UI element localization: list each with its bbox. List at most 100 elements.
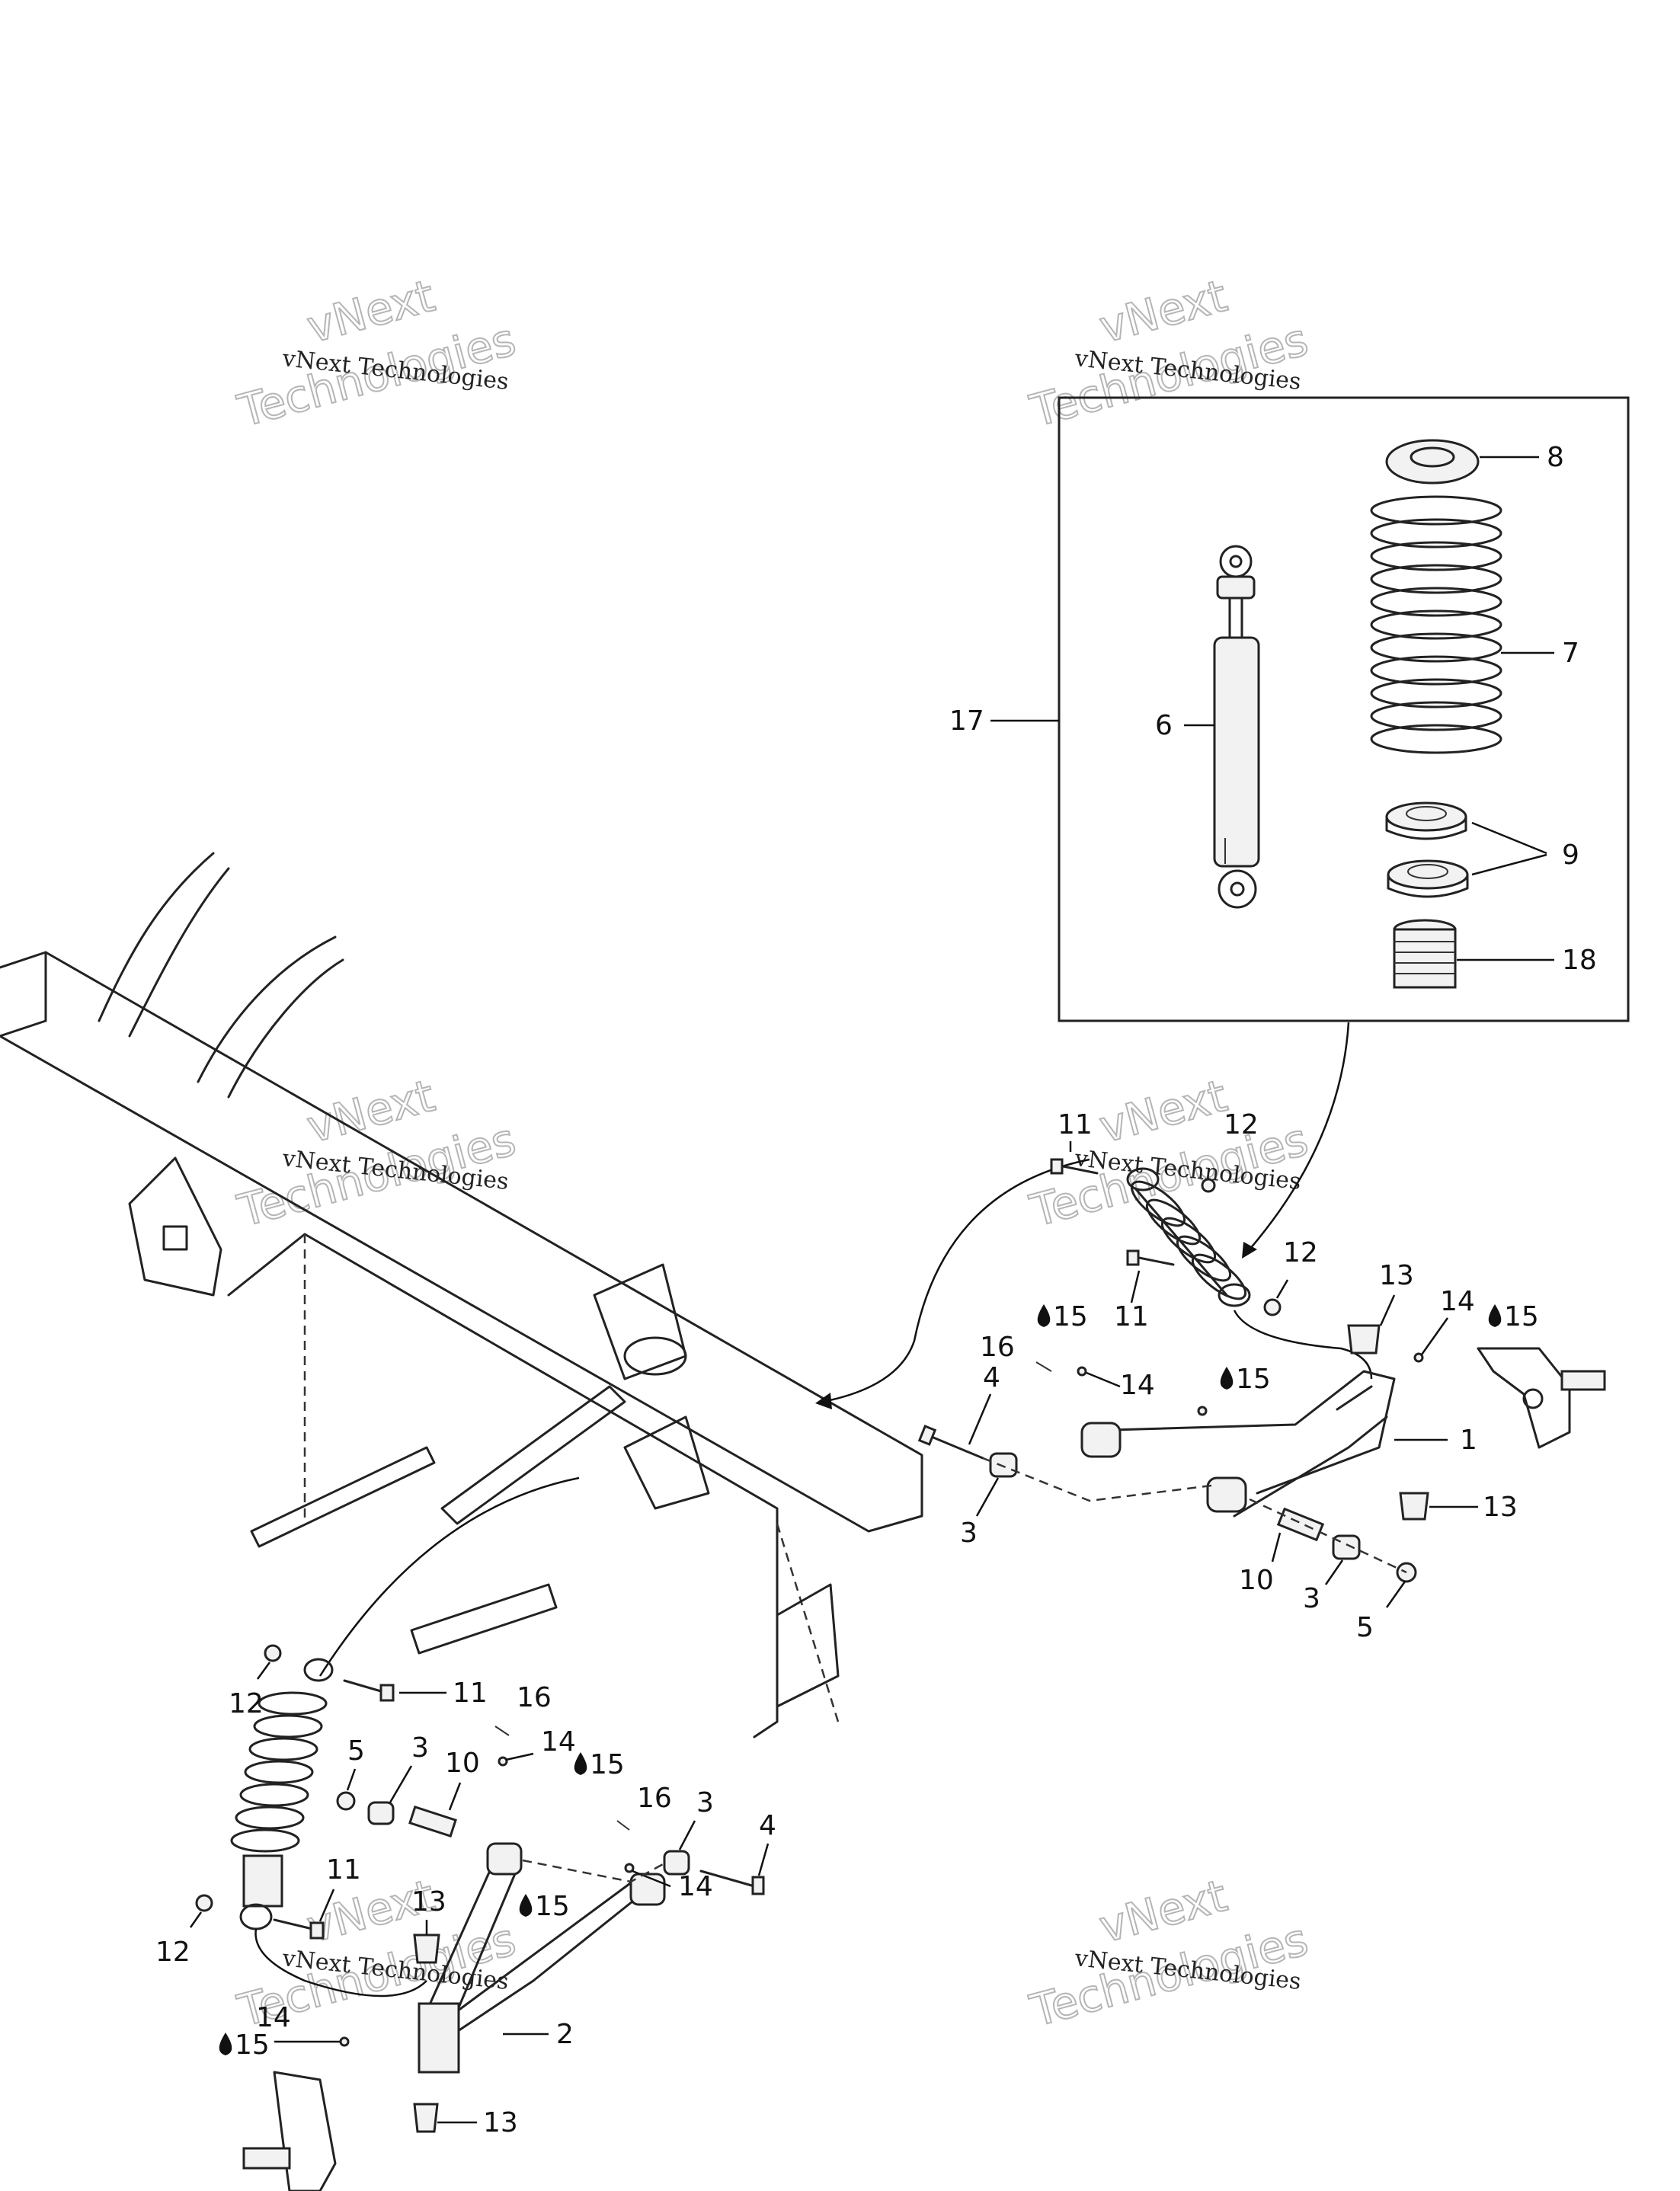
left-bushing-3-rear <box>367 1801 395 1825</box>
right-bolt-11-lower-head <box>1126 1249 1140 1266</box>
leader-11b <box>1130 1270 1141 1303</box>
coil-9 <box>1370 678 1502 708</box>
a-arm-gusset <box>1336 1385 1373 1411</box>
fastener-16-left-b <box>616 1820 630 1831</box>
left-bushing-3-front <box>663 1850 690 1876</box>
frame-lower-body <box>227 1233 779 1738</box>
left-coil-4 <box>244 1760 314 1784</box>
shock-body <box>1213 636 1260 868</box>
callout-4-left: 4 <box>759 1810 776 1841</box>
callout-14-left-b: 14 <box>678 1871 713 1902</box>
leader-13a <box>1379 1294 1396 1326</box>
left-bolt-11-upper <box>343 1679 382 1693</box>
retainer-hole <box>1410 446 1455 468</box>
watermark-mid-left: vNext Technologies vNext Technologies <box>232 1069 521 1238</box>
callout-8: 8 <box>1547 442 1564 473</box>
grease-drop-icon <box>519 1894 533 1917</box>
frame-bracket-hole <box>162 1225 188 1251</box>
right-sleeve-10 <box>1276 1507 1325 1542</box>
nut-lower-thread <box>1407 864 1448 879</box>
grease-icon <box>519 1894 533 1917</box>
ball-joint-13-upper <box>1347 1324 1381 1355</box>
a-arm-2-bushing-front <box>629 1873 666 1906</box>
shock-bottom-eye-hole <box>1230 881 1245 897</box>
frame-tube-2 <box>197 936 337 1083</box>
frame-main-rail <box>0 951 923 1533</box>
callout-17: 17 <box>949 705 984 737</box>
leader-4-right <box>968 1393 992 1445</box>
left-bolt-11-lower-head <box>309 1921 325 1940</box>
watermark-top-left: vNext Technologies vNext Technologies <box>232 269 521 438</box>
callout-13-left-upper: 13 <box>411 1886 446 1918</box>
chassis-frame <box>0 852 923 1738</box>
callout-18: 18 <box>1562 945 1597 976</box>
leader-12-left-b <box>189 1911 203 1928</box>
right-bolt-4-head <box>917 1425 937 1446</box>
grease-drop-icon <box>1220 1367 1234 1390</box>
leader-3-left-a <box>389 1765 413 1803</box>
grease-icon <box>1037 1304 1051 1327</box>
retainer-top <box>1385 439 1480 485</box>
leader-10-right <box>1271 1532 1282 1562</box>
callout-10-right: 10 <box>1239 1565 1274 1596</box>
a-arm-2-inner-front <box>456 1880 634 2013</box>
coil-10 <box>1370 701 1502 731</box>
grease-icon <box>219 2033 232 2055</box>
leader-9b <box>1471 853 1547 876</box>
callout-13-left-lower: 13 <box>483 2107 518 2138</box>
sleeve-body <box>1393 928 1457 989</box>
kit-pointer-arrowhead <box>1242 1242 1257 1259</box>
shock-top-eye-hole <box>1229 555 1243 568</box>
frame-crossmember-1 <box>440 1385 626 1525</box>
shock-kit-box: 17 6 8 <box>949 396 1630 1022</box>
callout-3-right-a: 3 <box>960 1518 978 1549</box>
callout-9: 9 <box>1562 840 1579 871</box>
callout-14-left-c: 14 <box>256 2002 291 2033</box>
fastener-16-left-a <box>494 1726 510 1736</box>
shock-top-eye <box>1219 545 1253 578</box>
coil-spring-part-7 <box>1370 495 1502 754</box>
right-shock-spring <box>1126 1167 1251 1307</box>
leader-5-left <box>346 1768 357 1791</box>
frame-tube-2b <box>227 958 344 1099</box>
callout-13-lower: 13 <box>1483 1492 1518 1523</box>
left-nut-5 <box>336 1791 356 1811</box>
callout-16-left-b: 16 <box>637 1783 672 1814</box>
knuckle-body-right <box>1477 1347 1571 1449</box>
callout-3-left-a: 3 <box>411 1732 429 1764</box>
shock-top-cap <box>1216 575 1256 600</box>
callout-11-left-lower: 11 <box>326 1854 361 1886</box>
watermark-top-right: vNext Technologies vNext Technologies <box>1024 269 1314 438</box>
a-arm-part-2 <box>418 1842 666 2074</box>
coil-8 <box>1370 655 1502 686</box>
left-bolt-4-head <box>751 1876 765 1895</box>
a-arm-2-bushing-rear <box>486 1842 523 1876</box>
a-arm-part-1 <box>1080 1370 1396 1518</box>
frame-tube-1b <box>128 867 230 1038</box>
callout-13-upper: 13 <box>1379 1260 1414 1291</box>
leader-12-left-a <box>256 1662 271 1680</box>
knuckle-spindle-right <box>1560 1370 1606 1391</box>
a-arm-bushing-front <box>1206 1476 1247 1513</box>
frame-tube-1 <box>98 852 215 1022</box>
callout-12-left-upper: 12 <box>229 1688 264 1719</box>
left-coil-6 <box>235 1806 305 1830</box>
ball-joint-13-lower <box>1399 1492 1429 1521</box>
grease-icon <box>574 1752 587 1775</box>
nut-upper-thread <box>1406 806 1447 821</box>
left-nut-12-lower <box>195 1894 213 1912</box>
grease-icon <box>1488 1304 1502 1327</box>
a-arm-lower-edge <box>1233 1415 1388 1518</box>
left-sleeve-10 <box>408 1805 457 1838</box>
a-arm-upper-edge <box>1084 1370 1396 1495</box>
callout-11-upper: 11 <box>1058 1109 1093 1140</box>
callout-15-a: 15 <box>1053 1301 1088 1332</box>
nut-lower-side <box>1387 873 1469 898</box>
callout-11-left-upper: 11 <box>453 1678 488 1709</box>
leader-5-right <box>1385 1581 1406 1608</box>
grease-drop-icon <box>1037 1304 1051 1327</box>
nut-upper-side <box>1385 815 1467 840</box>
callout-5-right: 5 <box>1356 1612 1374 1643</box>
right-bolt-11-upper <box>1058 1164 1099 1175</box>
frame-bracket-left <box>128 1156 222 1297</box>
